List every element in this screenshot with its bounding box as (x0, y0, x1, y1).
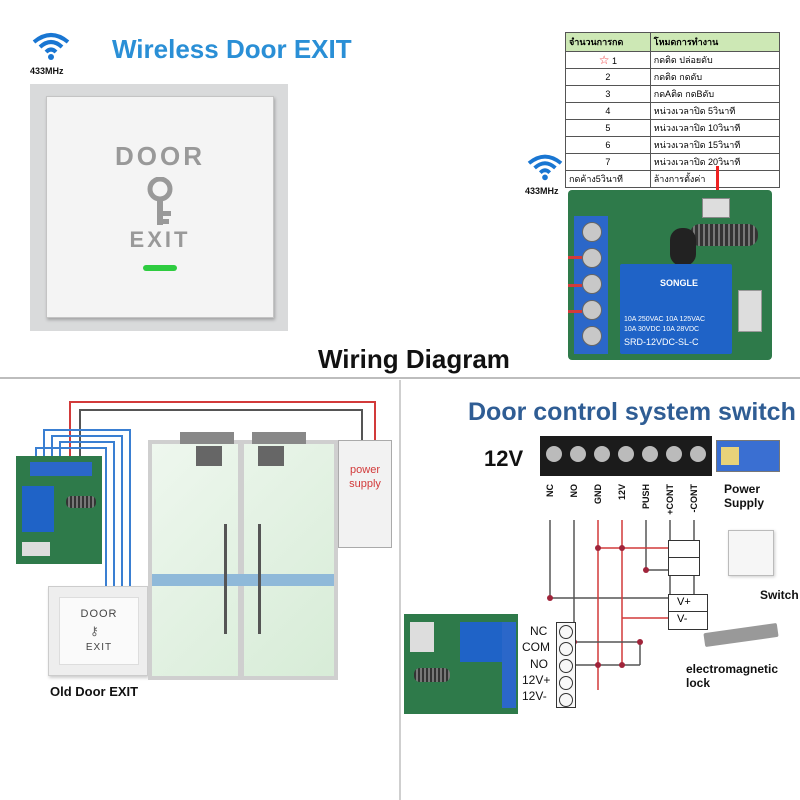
maglock (180, 432, 234, 444)
relay: SONGLE 10A 250VAC 10A 125VAC 10A 30VDC 1… (620, 264, 732, 354)
header-pins (738, 290, 762, 332)
screw (582, 300, 602, 320)
screw (582, 222, 602, 242)
exit-button-image: DOOR EXIT (30, 84, 288, 331)
setup-button (702, 198, 730, 218)
frequency-label: 433MHz (525, 186, 559, 196)
wiring-diagram-title: Wiring Diagram (318, 344, 510, 374)
maglock-plate (196, 446, 222, 466)
table-row: กดค้าง5วินาทีล้างการตั้งค่า (565, 170, 781, 188)
relay-spec: 10A 250VAC 10A 125VAC (624, 316, 706, 323)
old-door-exit-button: DOOR ⚷ EXIT (48, 586, 148, 676)
relay-model: SRD-12VDC-SL-C (624, 337, 699, 347)
horizontal-divider (0, 377, 800, 379)
power-supply-box: power supply (338, 440, 392, 548)
wifi-icon (527, 154, 563, 181)
door-stripe (152, 574, 334, 586)
product-title: Wireless Door EXIT (112, 34, 352, 64)
table-header: โหมดการทำงาน (649, 32, 781, 52)
relay-module (404, 614, 518, 714)
screw (582, 248, 602, 268)
wire-red (568, 284, 582, 287)
maglock (252, 432, 306, 444)
button-door-text: DOOR (115, 141, 205, 171)
relay-terminal-label: 12V+ (522, 673, 551, 687)
vplus-vminus-box: V+ V- (668, 594, 708, 630)
relay-spec: 10A 30VDC 10A 28VDC (624, 326, 700, 333)
lock-label: electromagnetic lock (686, 662, 779, 690)
key-icon (147, 177, 173, 225)
wall-switch (728, 530, 774, 576)
antenna-coil (690, 224, 758, 246)
vminus-label: V- (677, 613, 688, 625)
key-icon: ⚷ (90, 624, 99, 638)
receiver-module-small (16, 456, 102, 564)
terminal-label: NO (569, 484, 579, 498)
door-control-title: Door control system switch (468, 398, 796, 426)
callout-line (716, 166, 719, 194)
door-divider (238, 444, 244, 676)
switch-label: Switch (760, 588, 799, 602)
relay-terminal-label: NC (530, 624, 548, 638)
old-door-exit-label: Old Door EXIT (50, 684, 139, 699)
wire-red (568, 310, 582, 313)
table-header: จำนวนการกด (565, 32, 651, 52)
power-supply-module (716, 440, 780, 472)
button-door-text: DOOR (80, 608, 118, 620)
terminal-label: NC (545, 484, 555, 497)
power-supply-label: power supply (349, 464, 381, 490)
terminal-strip (540, 436, 712, 476)
voltage-label: 12V (484, 446, 524, 471)
screw (582, 326, 602, 346)
maglock-plate (258, 446, 284, 466)
vertical-divider (399, 380, 401, 800)
button-exit-text: EXIT (85, 642, 113, 653)
wifi-icon (32, 33, 70, 60)
door-handle (258, 524, 261, 634)
terminal-label: 12V (617, 484, 627, 501)
power-supply-label: Power Supply (724, 482, 765, 510)
wiring-lines (35, 401, 376, 590)
relay-brand: SONGLE (660, 278, 699, 288)
relay-terminal-label: NO (530, 657, 548, 671)
switch-contacts (668, 540, 700, 576)
relay-terminal-label: 12V- (522, 689, 547, 703)
green-led (143, 265, 177, 271)
button-exit-text: EXIT (129, 227, 191, 252)
frequency-label: 433MHz (30, 66, 64, 76)
relay-terminal-label: COM (522, 640, 550, 654)
door-handle (224, 524, 227, 634)
screw (582, 274, 602, 294)
glass-door-frame (148, 440, 338, 680)
star-icon: ☆ (598, 53, 610, 67)
capacitor (670, 228, 696, 266)
wire-red (568, 256, 582, 259)
relay-terminal-block (556, 622, 576, 708)
vplus-label: V+ (677, 596, 691, 608)
receiver-module: SONGLE 10A 250VAC 10A 125VAC 10A 30VDC 1… (568, 190, 772, 360)
